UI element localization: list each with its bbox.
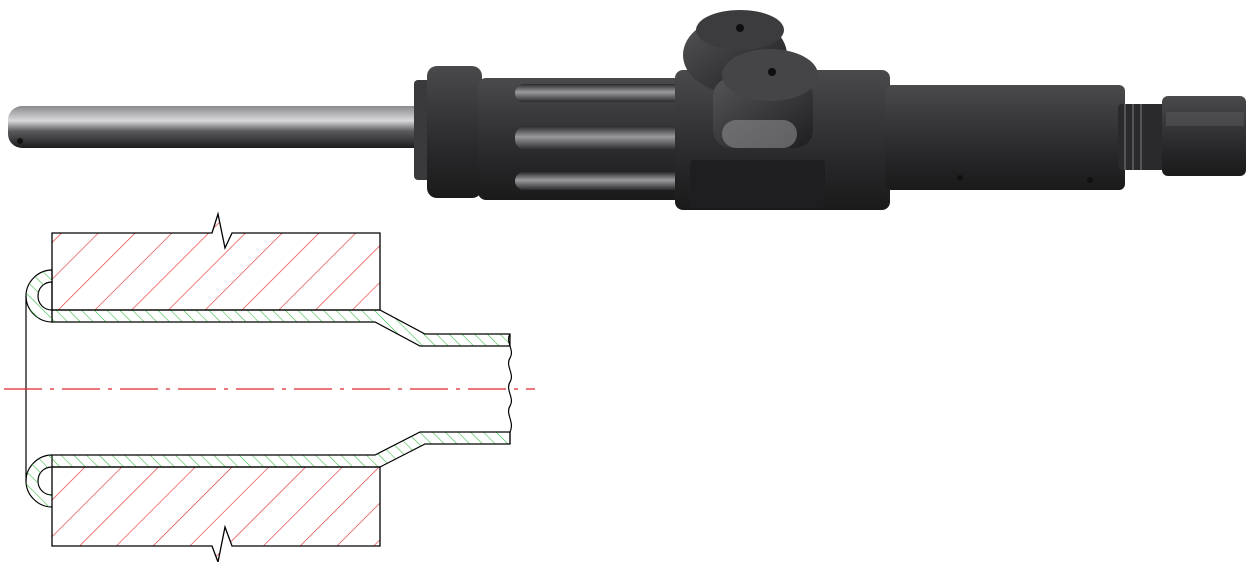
roller-top — [515, 84, 690, 102]
collar — [414, 66, 482, 198]
tube-expander-tool — [8, 10, 1246, 210]
roller-cage — [478, 78, 690, 200]
roller-middle — [515, 126, 685, 150]
swivel-rollers — [683, 10, 818, 148]
tube-wall-lower — [51, 431, 511, 468]
break-line — [507, 333, 513, 444]
drive-sleeve — [1118, 104, 1168, 170]
roller-bottom — [515, 172, 690, 190]
cross-section — [4, 211, 535, 562]
flared-end-upper-hatch — [26, 270, 52, 322]
pilot-shaft — [8, 106, 428, 148]
tube-wall-upper — [51, 309, 511, 347]
body — [885, 85, 1125, 190]
hex-nut — [1162, 96, 1246, 176]
tube-sheet-upper — [51, 211, 381, 311]
flared-end-lower-hatch — [26, 455, 52, 507]
tube-sheet-lower — [51, 466, 381, 562]
